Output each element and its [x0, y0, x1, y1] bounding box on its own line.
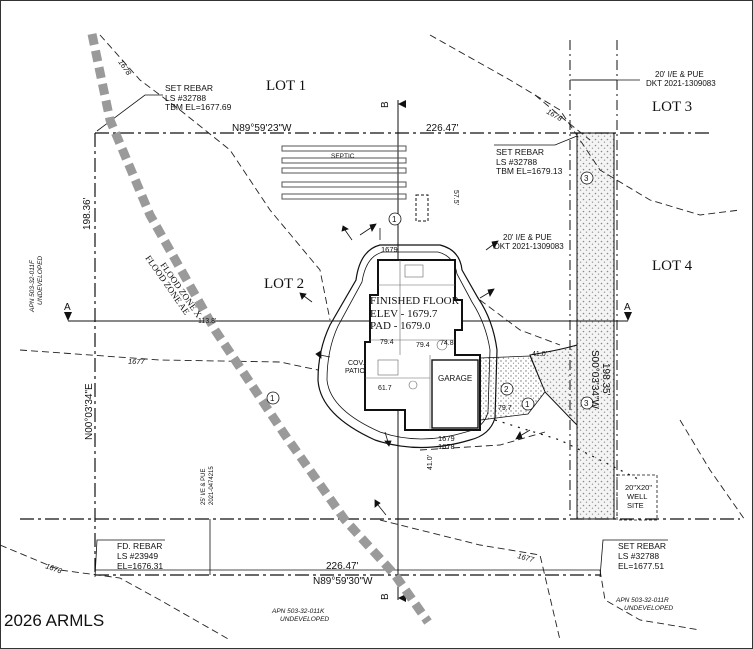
- monument-nw-line1: SET REBAR: [165, 83, 213, 93]
- monument-se-line1: SET REBAR: [618, 541, 666, 551]
- easement-west-line2: 2021-0474215: [209, 466, 215, 505]
- section-a-right-arrow: [624, 312, 632, 321]
- monument-se-line2: LS #32788: [618, 551, 659, 561]
- dim-113: 113.8': [198, 318, 216, 325]
- section-a-left-arrow: [64, 312, 72, 321]
- callout-1-east: 1: [525, 400, 530, 409]
- garage-label: GARAGE: [438, 374, 472, 383]
- well-label-line3: SITE: [627, 501, 644, 510]
- pad-elev: PAD - 1679.0: [370, 320, 431, 332]
- lot-2-label: LOT 2: [264, 276, 304, 292]
- west-distance: 198.36': [82, 197, 93, 230]
- monument-sw-line1: FD. REBAR: [117, 541, 162, 551]
- callout-2: 2: [504, 385, 509, 394]
- section-a-right: A: [624, 302, 631, 313]
- contour-1679-north: 1679: [381, 245, 398, 254]
- east-road-strip: [576, 132, 615, 520]
- easement-west-line1: 25' I/E & PUE: [201, 469, 207, 506]
- patio-label-line2: PATIO: [345, 368, 366, 375]
- well-label-line1: 20"X20": [625, 483, 652, 492]
- section-b-bottom: B: [380, 593, 391, 600]
- lot-3-label: LOT 3: [652, 99, 692, 115]
- callout-3-north: 3: [584, 174, 589, 183]
- east-bearing: S00°03'34"W: [589, 350, 600, 409]
- monument-sw-line2: LS #23949: [117, 551, 158, 561]
- monument-sw-line3: EL=1676.31: [117, 561, 163, 571]
- driveway-apron: [529, 344, 578, 427]
- well-site-box: [616, 474, 658, 521]
- easement-mid-line2: DKT 2021-1309083: [494, 242, 564, 251]
- north-bearing: N89°59'23"W: [232, 123, 292, 134]
- contour-1678-house: 1678: [438, 442, 455, 451]
- finished-floor-elev: ELEV - 1679.7: [370, 308, 438, 320]
- flood-zone-line: [87, 33, 432, 625]
- monument-ne-line2: LS #32788: [496, 157, 537, 167]
- section-b-top-arrow: [398, 100, 406, 108]
- well-label-line2: WELL: [627, 492, 647, 501]
- contour-1677-south: 1677: [516, 551, 535, 564]
- dim-79a: 79.4: [380, 339, 394, 346]
- callout-1-west: 1: [270, 394, 275, 403]
- dim-74: 74.8': [440, 340, 455, 347]
- apn-southeast-line1: APN 503-32-011R: [615, 597, 669, 604]
- lot-1-label: LOT 1: [266, 78, 306, 94]
- south-bearing: N89°59'30"W: [313, 576, 373, 587]
- septic-label: SEPTIC: [331, 153, 355, 160]
- section-b-bottom-arrow: [398, 594, 406, 602]
- callout-1-north: 1: [392, 215, 397, 224]
- easement-mid-line1: 20' I/E & PUE: [503, 233, 552, 242]
- finished-floor-label: FINISHED FLOOR: [370, 295, 460, 307]
- dim-61: 61.7: [378, 385, 392, 392]
- west-bearing: N00°03'34"E: [84, 383, 95, 440]
- dim-57: 57.5': [452, 190, 459, 205]
- dim-79b: 79.4: [416, 342, 430, 349]
- apn-south-line2: UNDEVELOPED: [280, 616, 329, 623]
- north-distance: 226.47': [426, 123, 459, 134]
- dim-41-east: 41.0': [532, 351, 547, 358]
- grading-swale-outer: [317, 244, 498, 449]
- east-distance: 198.35': [600, 363, 611, 396]
- dim-79c: 79.7: [498, 405, 512, 412]
- dim-41-south: 41.0': [427, 455, 434, 470]
- contour-1679-south: 1679: [438, 434, 455, 443]
- easement-top-line2: DKT 2021-1309083: [646, 79, 716, 88]
- septic-tank: [415, 194, 429, 222]
- house-interior: [365, 260, 455, 430]
- apn-south-line1: APN 503-32-011K: [271, 608, 325, 615]
- contours: [0, 34, 746, 641]
- apn-southeast-line2: UNDEVELOPED: [624, 605, 673, 612]
- monument-nw-line3: TBM EL=1677.69: [165, 102, 232, 112]
- apn-west-line1: APN 503-32-011F: [29, 259, 36, 313]
- monument-ne-line1: SET REBAR: [496, 147, 544, 157]
- section-a-left: A: [64, 302, 71, 313]
- easement-top-line1: 20' I/E & PUE: [655, 70, 704, 79]
- monument-ne-line3: TBM EL=1679.13: [496, 166, 563, 176]
- copyright-watermark: 2026 ARMLS: [4, 611, 104, 630]
- contour-1677-west: 1677: [128, 357, 146, 366]
- leaders: [94, 79, 668, 578]
- section-b-top: B: [380, 101, 391, 108]
- south-distance: 226.47': [326, 561, 359, 572]
- apn-west-line2: UNDEVELOPED: [37, 256, 44, 305]
- patio-label-line1: COV.: [348, 360, 365, 367]
- flow-arrows: [299, 223, 531, 516]
- monument-se-line3: EL=1677.51: [618, 561, 664, 571]
- garage: [431, 359, 479, 429]
- property-boundary: [20, 132, 740, 576]
- callout-circles: [266, 171, 594, 411]
- lot-4-label: LOT 4: [652, 258, 693, 274]
- septic-field: [281, 145, 407, 200]
- callout-3-south: 3: [584, 399, 589, 408]
- grading-swale-inner: [326, 251, 491, 440]
- monument-nw-line2: LS #32788: [165, 93, 206, 103]
